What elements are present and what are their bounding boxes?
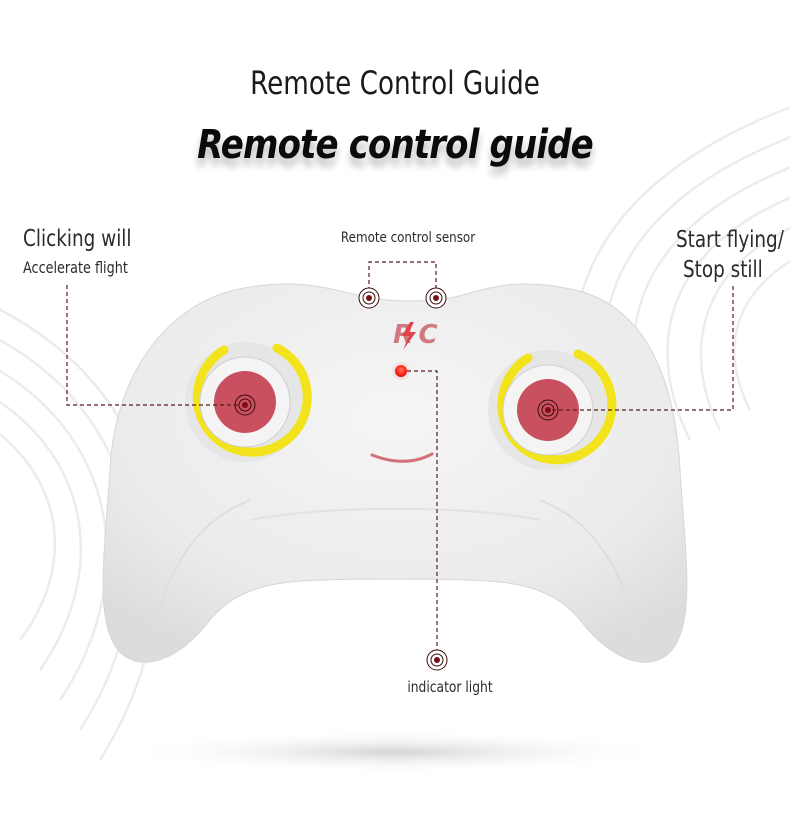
right-callout-subtitle: Stop still xyxy=(683,257,763,283)
target-markers xyxy=(234,287,559,671)
sensor-left-marker xyxy=(358,287,380,309)
left-yellow-ring xyxy=(192,343,312,457)
floor-shadow xyxy=(115,730,675,774)
indicator-callout-label: indicator light xyxy=(407,678,493,696)
right-callout-title: Start flying/ xyxy=(676,227,784,253)
page-title: Remote Control Guide xyxy=(250,64,540,102)
svg-text:C: C xyxy=(418,320,437,350)
page-subtitle: Remote control guide xyxy=(197,122,594,168)
right-yellow-ring xyxy=(497,349,617,465)
right-stick-marker xyxy=(537,399,559,421)
indicator-marker xyxy=(426,649,448,671)
sensor-callout-label: Remote control sensor xyxy=(340,230,476,246)
left-stick-marker xyxy=(234,394,256,416)
indicator-led xyxy=(395,365,407,377)
left-callout-subtitle: Accelerate flight xyxy=(23,258,128,277)
smile-accent xyxy=(370,452,434,463)
left-callout-title: Clicking will xyxy=(23,226,132,252)
sensor-right-marker xyxy=(425,287,447,309)
